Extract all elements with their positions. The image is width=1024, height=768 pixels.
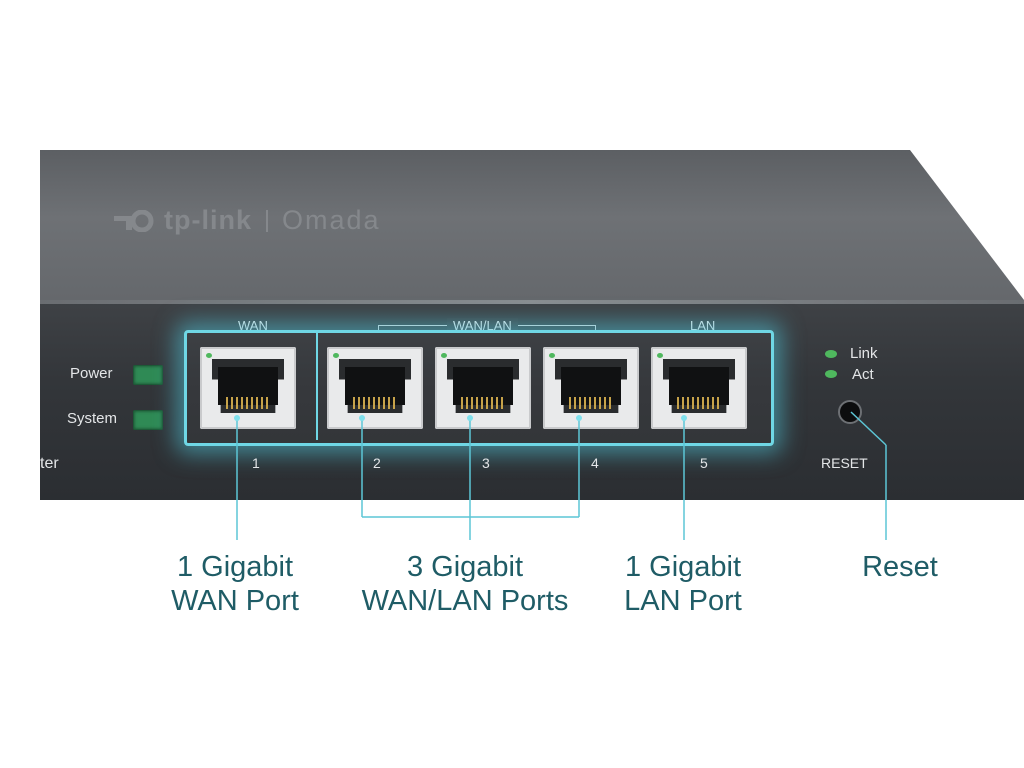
ethernet-port-1: [200, 347, 296, 429]
rj45-pins: [677, 397, 721, 409]
callout-lan-port: 1 Gigabit LAN Port: [588, 550, 778, 618]
port-number-5: 5: [700, 455, 708, 471]
callout-line2: WAN Port: [171, 585, 299, 617]
router-top-panel: [40, 150, 1024, 300]
ethernet-port-2: [327, 347, 423, 429]
callout-line1: 1 Gigabit: [624, 551, 742, 583]
ethernet-port-5: [651, 347, 747, 429]
callout-wanlan-ports: 3 Gigabit WAN/LAN Ports: [340, 550, 590, 618]
callout-reset: Reset: [830, 550, 970, 584]
power-label: Power: [70, 365, 113, 382]
rj45-pins: [226, 397, 270, 409]
port-led: [549, 353, 555, 358]
system-label: System: [67, 410, 118, 427]
callout-wan-port: 1 Gigabit WAN Port: [140, 550, 330, 618]
system-led: [133, 410, 163, 430]
act-led: [825, 370, 837, 378]
port-led: [441, 353, 447, 358]
port-number-4: 4: [591, 455, 599, 471]
link-label: Link: [850, 345, 878, 362]
port-number-1: 1: [252, 455, 260, 471]
act-label: Act: [852, 366, 874, 383]
reset-button[interactable]: [838, 400, 862, 424]
ethernet-port-4: [543, 347, 639, 429]
model-label-partial: ter: [40, 455, 59, 472]
power-led: [133, 365, 163, 385]
ports-highlight-frame: [184, 330, 774, 446]
ethernet-port-3: [435, 347, 531, 429]
rj45-pins: [461, 397, 505, 409]
lan-header: LAN: [690, 318, 716, 333]
port-led: [333, 353, 339, 358]
reset-label: RESET: [821, 455, 868, 471]
port-number-3: 3: [482, 455, 490, 471]
brand-name: tp-link: [164, 205, 252, 235]
rj45-pins: [353, 397, 397, 409]
wan-divider: [316, 333, 318, 440]
brand-separator: [266, 209, 268, 232]
callout-line1: Reset: [862, 551, 938, 583]
callout-line1: 3 Gigabit: [406, 551, 524, 583]
port-led: [206, 353, 212, 358]
rj45-pins: [569, 397, 613, 409]
wanlan-header: WAN/LAN: [447, 318, 518, 333]
tp-link-logo-icon: [114, 209, 154, 232]
product-line: Omada: [282, 205, 381, 235]
wan-header: WAN: [238, 318, 268, 333]
port-number-2: 2: [373, 455, 381, 471]
callout-line1: 1 Gigabit: [176, 551, 294, 583]
brand-logo: tp-link Omada: [112, 205, 381, 236]
port-led: [657, 353, 663, 358]
link-led: [825, 350, 837, 358]
callout-line2: LAN Port: [624, 585, 742, 617]
callout-line2: WAN/LAN Ports: [361, 585, 569, 617]
front-edge-highlight: [40, 300, 1024, 304]
